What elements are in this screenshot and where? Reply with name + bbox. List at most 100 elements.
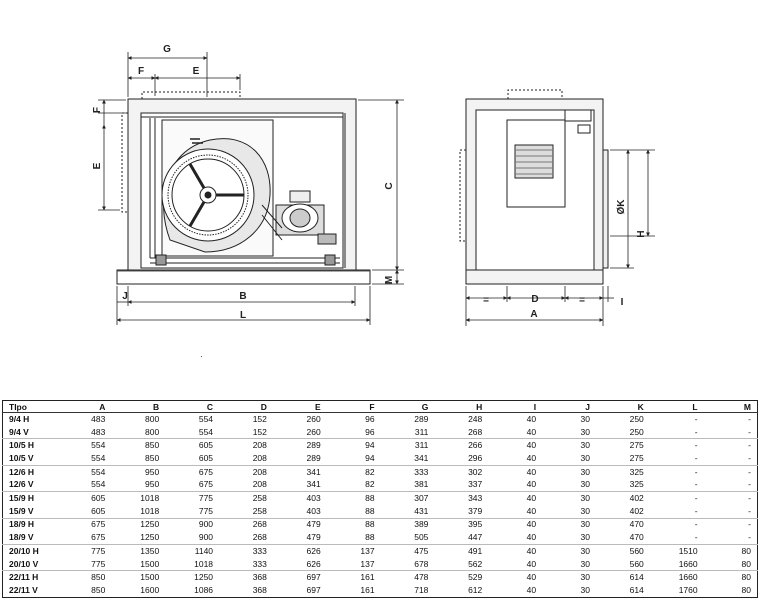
table-cell: 307 [414,493,429,504]
table-cell: 1018 [111,504,166,519]
table-cell: 612 [468,585,483,596]
table-cell: - [694,440,698,451]
table-cell: 311 [380,425,435,440]
table-cell: 1086 [194,585,214,596]
table-cell: 208 [219,478,273,493]
table-cell: 250 [629,413,644,424]
table-cell: - [694,493,698,504]
table-cell: 1018 [165,557,220,572]
table-cell: 341 [380,452,435,466]
dim-eq2-label: = [579,295,585,306]
table-cell: 94 [365,440,375,451]
column-header: F [326,400,381,413]
table-cell: 626 [272,557,327,572]
dim-F-label: F [138,66,144,77]
table-cell: 30 [542,557,596,572]
table-cell: 88 [326,531,381,546]
table-cell: 94 [326,452,381,466]
table-cell: 30 [542,478,596,493]
column-header: J [542,400,596,413]
table-cell: 554 [91,466,106,477]
table-cell: 1250 [194,572,214,583]
table-cell: 554 [57,478,112,493]
table-cell: - [694,413,698,424]
column-header: E [272,400,327,413]
table-cell: 40 [488,452,543,466]
table-cell: 381 [380,478,435,493]
table-cell: 161 [360,572,375,583]
column-header: M [703,400,758,413]
table-cell: 1600 [140,585,160,596]
dim-D-label: D [531,294,538,305]
model-cell: 18/9 V [2,531,58,546]
table-cell: - [703,478,758,493]
table-cell: 1510 [678,545,698,556]
table-cell: 675 [198,466,214,477]
table-cell: 900 [165,531,220,546]
table-cell: 208 [219,452,273,466]
table-cell: 289 [272,452,327,466]
table-cell: 529 [468,572,483,583]
table-cell: 40 [526,466,537,477]
table-cell: 1018 [140,493,160,504]
table-cell: 40 [526,493,537,504]
table-cell: 402 [595,504,650,519]
column-header: I [488,400,543,413]
table-cell: 850 [111,452,166,466]
table-cell: - [649,531,704,546]
table-cell: 137 [360,545,375,556]
table-cell: 88 [365,493,375,504]
table-cell: - [649,425,704,440]
table-cell: 470 [629,519,644,530]
model-cell: 18/9 H [9,519,35,530]
table-cell: 333 [414,466,429,477]
table-cell: 40 [488,504,543,519]
table-cell: 368 [252,585,267,596]
dim-L-label: L [240,310,246,321]
table-cell: 800 [145,413,160,424]
table-cell: 208 [252,466,267,477]
table-cell: 1500 [111,557,166,572]
table-cell: 775 [198,493,214,504]
table-cell: 950 [111,478,166,493]
table-cell: 40 [526,440,537,451]
table-cell: 82 [365,466,375,477]
table-cell: 1250 [140,519,160,530]
table-cell: 30 [580,572,590,583]
table-cell: - [748,466,751,477]
table-cell: 275 [629,440,644,451]
table-cell: 475 [414,545,429,556]
table-cell: 96 [365,413,375,424]
table-cell: 80 [741,545,751,556]
table-cell: 30 [542,504,596,519]
table-cell: 40 [526,585,537,596]
table-cell: 258 [252,493,267,504]
table-cell: 333 [252,545,267,556]
table-cell: 30 [580,585,590,596]
table-cell: 775 [91,545,106,556]
table-cell: - [694,519,698,530]
table-cell: 80 [741,585,751,596]
table-cell: - [748,519,751,530]
dim-G-label: G [163,44,171,55]
table-cell: 479 [272,531,327,546]
table-cell: 605 [198,440,214,451]
table-cell: 560 [629,545,644,556]
table-cell: 341 [306,466,321,477]
table-cell: 82 [326,478,381,493]
table-cell: 1500 [140,572,160,583]
table-cell: 30 [580,493,590,504]
table-cell: - [694,466,698,477]
dim-E-label: E [193,66,200,77]
table-cell: - [748,493,751,504]
column-header: C [165,400,220,413]
model-cell: 20/10 H [9,545,39,556]
table-cell: 479 [306,519,321,530]
table-cell: 850 [91,572,106,583]
table-cell: 152 [219,425,273,440]
